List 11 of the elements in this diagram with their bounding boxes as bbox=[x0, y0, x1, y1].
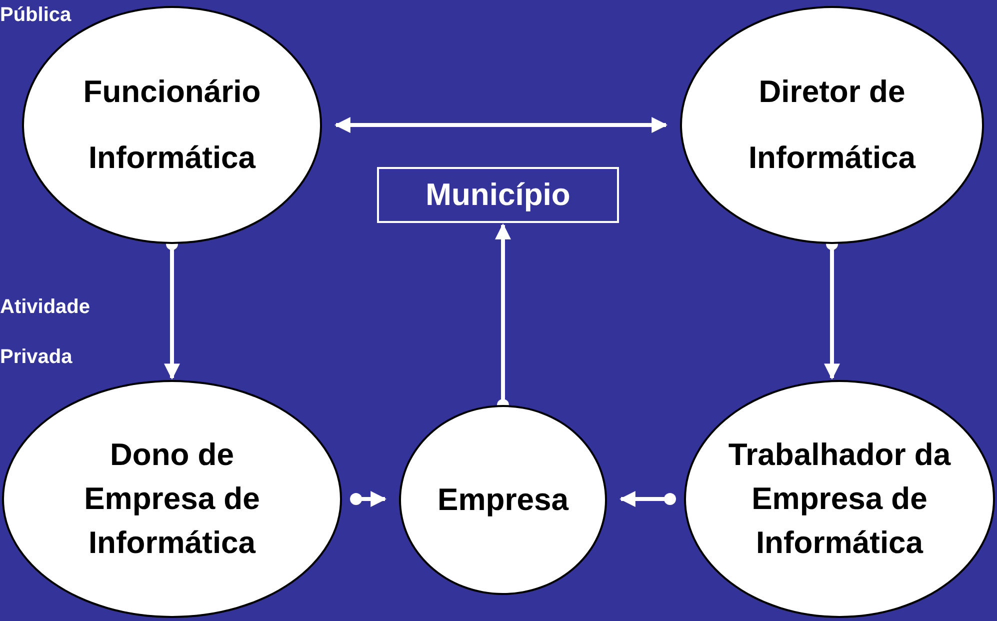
ellipse-node: Empresa bbox=[399, 405, 607, 595]
label-box: Município bbox=[377, 167, 619, 223]
ellipse-node: Trabalhador da Empresa de Informática bbox=[684, 380, 995, 618]
arrow bbox=[350, 491, 387, 507]
arrow bbox=[334, 117, 668, 133]
side-label: Privada bbox=[0, 345, 72, 370]
arrow bbox=[619, 491, 676, 507]
side-label: Atividade bbox=[0, 295, 90, 320]
ellipse-node: Dono de Empresa de Informática bbox=[2, 380, 342, 618]
side-label: Pública bbox=[0, 3, 72, 28]
ellipse-node: Diretor de Informática bbox=[680, 6, 984, 244]
